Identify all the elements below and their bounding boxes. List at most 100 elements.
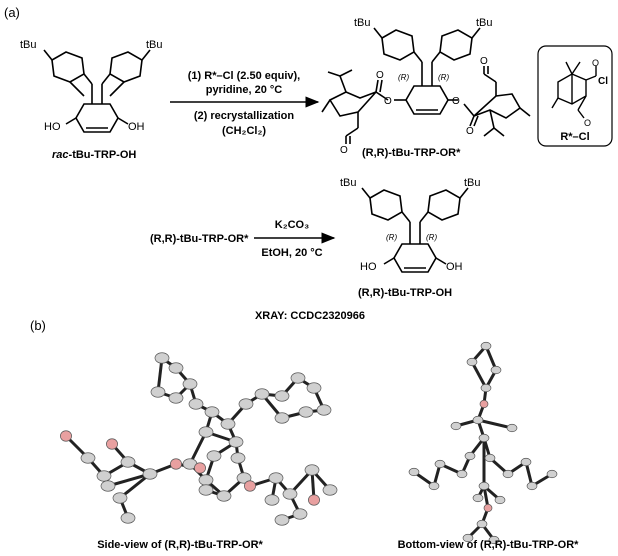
- xray-carbon-atom: [230, 452, 246, 464]
- product2-oh: OH: [446, 261, 463, 273]
- xray-bond: [107, 472, 151, 488]
- reactant-oh: OH: [128, 121, 145, 133]
- product-tbu-left: tBu: [354, 17, 371, 29]
- product2-tbu-left: tBu: [340, 177, 357, 189]
- xray-carbon-atom: [228, 436, 244, 448]
- structure-rr-tbu-trp-or: [321, 27, 531, 144]
- xray-carbon-atom: [142, 468, 158, 480]
- xray-carbon-atom: [112, 492, 128, 504]
- xray-carbon-atom: [120, 512, 136, 524]
- reactant-tbu-right: tBu: [146, 39, 163, 51]
- xray-carbon-atom: [236, 472, 252, 484]
- scheme2-product: (R,R)-tBu-TRP-OH: [358, 287, 452, 299]
- xray-carbon-atom: [476, 519, 488, 529]
- xray-carbon-atom: [480, 341, 492, 351]
- xray-carbon-atom: [274, 412, 290, 424]
- stereo-label-left: (R): [398, 73, 409, 82]
- xray-carbon-atom: [304, 464, 320, 476]
- xray-carbon-atom: [168, 362, 184, 374]
- xray-carbon-atom: [298, 406, 314, 418]
- xray-carbon-atom: [322, 484, 338, 496]
- xray-carbon-atom: [456, 469, 468, 479]
- xray-oxygen-atom: [170, 458, 182, 470]
- carbonyl-o-left: O: [376, 70, 384, 81]
- xray-carbon-atom: [434, 459, 446, 469]
- reactant-name-suffix: -tBu-TRP-OH: [69, 149, 137, 161]
- panel-label-a: (a): [4, 5, 20, 20]
- product-tbu-right: tBu: [476, 17, 493, 29]
- reagent-cl: Cl: [598, 76, 608, 87]
- xray-carbon-atom: [188, 398, 204, 410]
- xray-bond: [477, 418, 513, 430]
- xray-carbon-atom: [306, 382, 322, 394]
- condition-step1-solvent: pyridine, 20 °C: [206, 84, 283, 96]
- xray-oxygen-atom: [194, 462, 206, 474]
- xray-carbon-atom: [506, 423, 518, 433]
- xray-oxygen-atom: [244, 480, 256, 492]
- structure-rr-tbu-trp-oh: [361, 187, 469, 273]
- xray-carbon-atom: [292, 508, 308, 520]
- xray-carbon-atom: [450, 421, 462, 431]
- panel-label-b: (b): [30, 318, 46, 333]
- ester-o-right: O: [452, 96, 460, 107]
- xray-carbon-atom: [472, 493, 484, 503]
- xray-carbon-atom: [274, 390, 290, 402]
- scheme2-reagent: K₂CO₃: [275, 219, 309, 231]
- xray-carbon-atom: [238, 398, 254, 410]
- xray-title: XRAY: CCDC2320966: [255, 310, 365, 322]
- xray-carbon-atom: [462, 533, 474, 543]
- xray-carbon-atom: [408, 467, 420, 477]
- xray-carbon-atom: [484, 453, 496, 463]
- xray-carbon-atom: [478, 481, 490, 491]
- xray-carbon-atom: [488, 535, 500, 545]
- xray-carbon-atom: [150, 386, 166, 398]
- lactone-o-right: O: [480, 56, 488, 67]
- reagent-carbonyl-o: O: [592, 58, 599, 68]
- xray-carbon-atom: [154, 352, 170, 364]
- xray-carbon-atom: [494, 495, 506, 505]
- xray-carbon-atom: [502, 469, 514, 479]
- condition-step1: (1) R*–Cl (2.50 equiv),: [188, 70, 300, 82]
- product2-stereo-right: (R): [426, 233, 437, 242]
- xray-carbon-atom: [526, 481, 538, 491]
- xray-carbon-atom: [546, 469, 558, 479]
- reagent-label: R*–Cl: [560, 131, 589, 143]
- xray-carbon-atom: [204, 406, 220, 418]
- reactant-name-prefix: rac: [52, 149, 69, 161]
- reagent-lactone-o: O: [584, 118, 591, 128]
- xray-oxygen-atom: [106, 438, 118, 450]
- xray-bottom-view: [408, 341, 558, 545]
- xray-carbon-atom: [466, 357, 478, 367]
- xray-carbon-atom: [478, 433, 490, 443]
- product2-stereo-left: (R): [386, 233, 397, 242]
- xray-carbon-atom: [480, 383, 492, 393]
- reactant-tbu-left: tBu: [20, 39, 37, 51]
- stereo-label-right: (R): [438, 73, 449, 82]
- xray-carbon-atom: [316, 404, 332, 416]
- xray-carbon-atom: [216, 490, 232, 502]
- lactone-o-left: O: [340, 145, 348, 156]
- xray-carbon-atom: [282, 488, 298, 500]
- xray-side-view: [60, 352, 338, 526]
- xray-carbon-atom: [220, 418, 236, 430]
- xray-carbon-atom: [198, 426, 214, 438]
- xray-bond: [156, 357, 164, 393]
- xray-carbon-atom: [520, 457, 532, 467]
- xray-carbon-atom: [464, 451, 476, 461]
- xray-carbon-atom: [100, 480, 116, 492]
- scheme2-conditions: EtOH, 20 °C: [261, 247, 322, 259]
- xray-carbon-atom: [120, 456, 136, 468]
- reactant-ho: HO: [44, 121, 61, 133]
- xray-carbon-atom: [290, 372, 306, 384]
- product2-ho: HO: [360, 261, 377, 273]
- xray-bottom-caption: Bottom-view of (R,R)-tBu-TRP-OR*: [398, 539, 580, 551]
- xray-oxygen-atom: [308, 494, 320, 506]
- xray-carbon-atom: [490, 365, 502, 375]
- product2-tbu-right: tBu: [464, 177, 481, 189]
- ester-o-left: O: [384, 96, 392, 107]
- product-name: (R,R)-tBu-TRP-OR*: [362, 147, 461, 159]
- reagent-box: [537, 45, 613, 147]
- xray-carbon-atom: [96, 470, 112, 482]
